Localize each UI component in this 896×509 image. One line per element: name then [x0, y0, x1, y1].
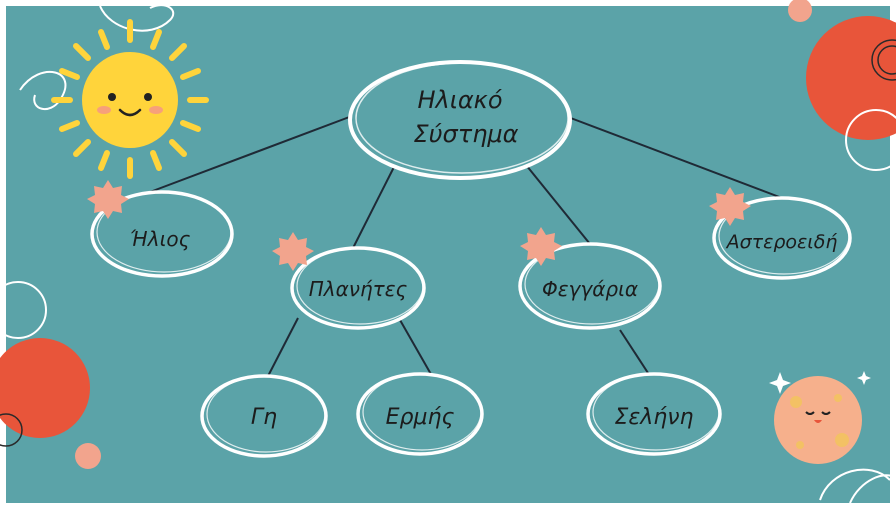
sun-icon — [51, 19, 209, 179]
node-ermis[interactable]: Ερμής — [356, 372, 484, 456]
node-helios[interactable]: Ήλιος — [90, 190, 234, 278]
node-feggaria[interactable]: Φεγγάρια — [518, 242, 662, 330]
edge-root-planites — [349, 164, 396, 255]
gi-label: Γη — [251, 405, 277, 430]
small-peach-dot-bottom-left — [75, 443, 101, 469]
orange-blob-top-right — [806, 16, 896, 140]
flower-badge-feggaria — [520, 227, 562, 266]
ermis-label: Ερμής — [386, 405, 455, 430]
small-peach-dot-top-right — [788, 0, 812, 22]
planites-label: Πλανήτες — [309, 277, 408, 301]
node-root[interactable]: Ηλιακό Σύστημα — [348, 60, 572, 180]
moon-icon — [769, 371, 871, 464]
edge-root-helios — [149, 115, 353, 193]
selini-label: Σελήνη — [615, 405, 694, 430]
flower-badge-asteroeidi — [709, 187, 751, 226]
edge-root-feggaria — [521, 159, 591, 245]
flower-badge-helios — [87, 180, 129, 219]
decorative-swirls — [0, 4, 896, 504]
asteroeidi-label: Αστεροειδή — [725, 231, 838, 253]
node-gi[interactable]: Γη — [200, 374, 328, 458]
helios-label: Ήλιος — [130, 227, 191, 251]
node-asteroeidi[interactable]: Αστεροειδή — [712, 196, 852, 280]
orange-blob-left — [0, 338, 90, 438]
node-selini[interactable]: Σελήνη — [586, 372, 722, 456]
dark-ring-decoration — [0, 39, 896, 447]
edge-planites-ermis — [399, 319, 433, 377]
edge-planites-gi — [265, 317, 299, 381]
root-label-line1: Ηλιακό — [417, 86, 502, 114]
feggaria-label: Φεγγάρια — [542, 277, 638, 301]
edge-root-asteroeidi — [567, 116, 783, 199]
connector-lines — [149, 115, 783, 381]
edge-feggaria-selini — [619, 329, 651, 377]
node-planites[interactable]: Πλανήτες — [290, 246, 426, 330]
flower-badge-planites — [272, 232, 314, 271]
root-label-line2: Σύστημα — [413, 120, 518, 148]
